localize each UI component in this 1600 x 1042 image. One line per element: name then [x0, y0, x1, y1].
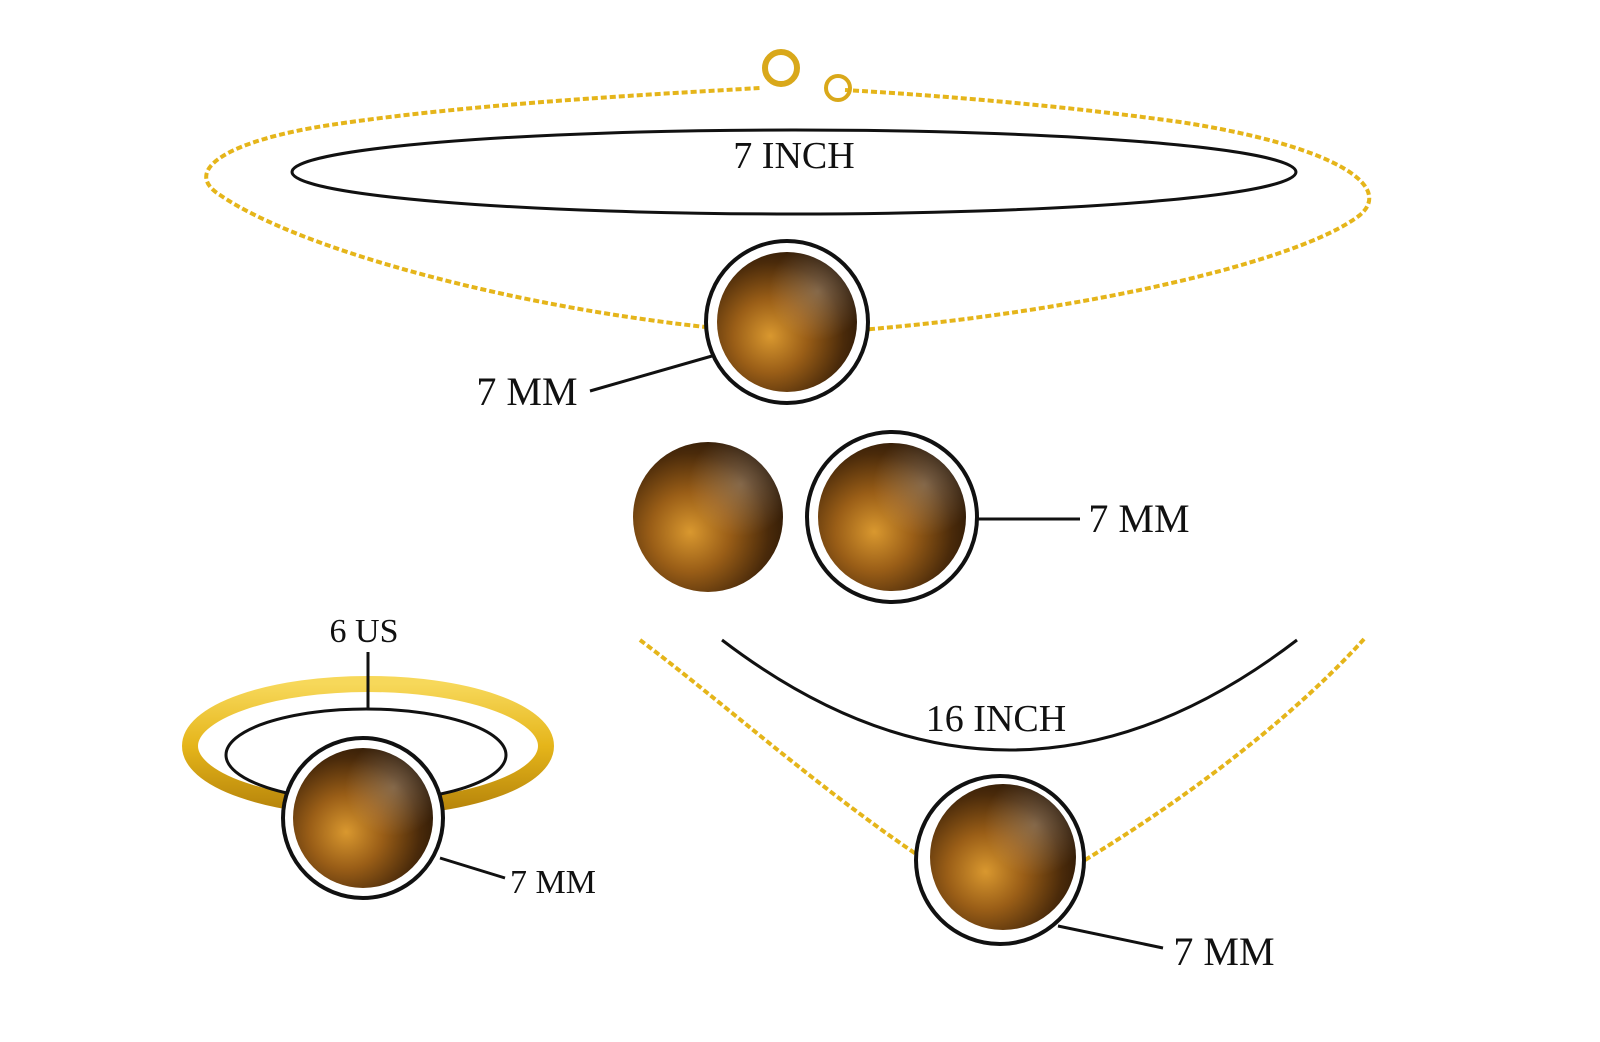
ring-stone-shine	[293, 748, 433, 888]
earring-stone-label: 7 MM	[1088, 496, 1189, 541]
necklace-chain-left	[638, 638, 927, 862]
necklace-length-arc	[721, 638, 1298, 752]
necklace-chain-right	[1083, 636, 1367, 862]
ring-stone-label: 7 MM	[510, 864, 596, 901]
bracelet-chain-right	[844, 88, 1372, 332]
bracelet-stone-label: 7 MM	[476, 369, 577, 414]
jump-ring-icon	[824, 74, 852, 102]
ring: 6 US 7 MM	[182, 613, 596, 901]
bracelet-length-label: 7 INCH	[733, 135, 854, 177]
necklace-stone-shine	[930, 784, 1076, 930]
ring-size-label: 6 US	[330, 613, 399, 650]
earring-right-shine	[818, 443, 966, 591]
bracelet-stone-shine	[717, 252, 857, 392]
bracelet: 7 INCH 7 MM	[204, 49, 1372, 414]
earring-left-shine	[633, 442, 783, 592]
clasp-ring-icon	[762, 49, 800, 87]
necklace: 16 INCH 7 MM	[638, 636, 1367, 974]
bracelet-length-ellipse	[290, 128, 1298, 216]
ring-stone-pointer	[439, 856, 506, 880]
earrings: 7 MM	[633, 430, 1190, 604]
necklace-stone-label: 7 MM	[1173, 929, 1274, 974]
bracelet-chain	[204, 86, 761, 332]
necklace-stone-pointer	[1057, 924, 1164, 950]
bracelet-stone-pointer	[589, 354, 713, 393]
necklace-length-label: 16 INCH	[926, 698, 1066, 740]
